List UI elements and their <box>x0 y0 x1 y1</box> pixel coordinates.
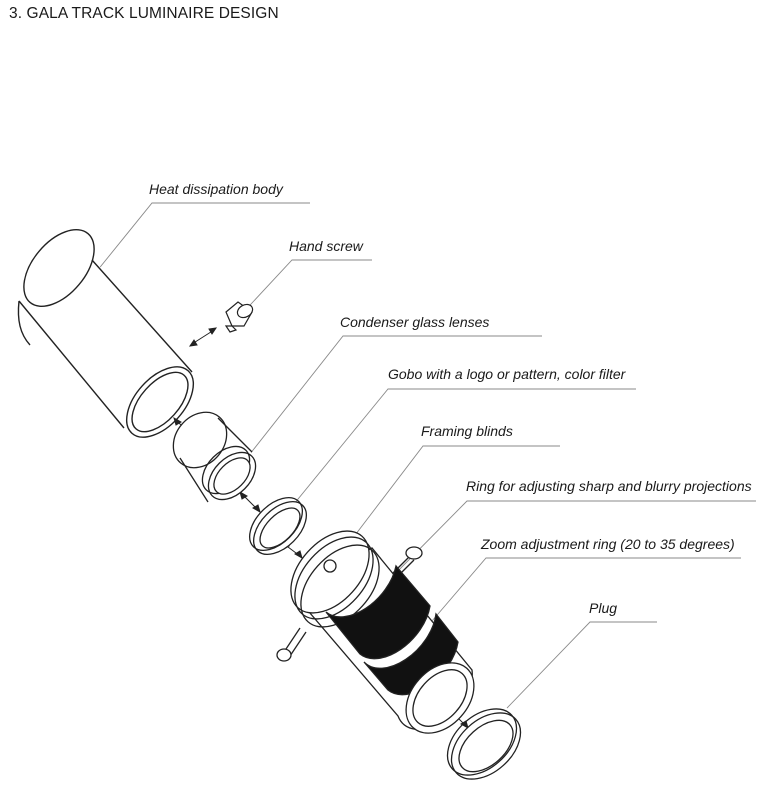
gobo-ring <box>249 497 307 555</box>
label-condenser-glass-lenses: Condenser glass lenses <box>340 314 490 330</box>
label-gobo: Gobo with a logo or pattern, color filte… <box>388 366 626 382</box>
leader-gobo <box>275 388 636 527</box>
leader-ring-sharp <box>385 500 756 584</box>
label-framing-blinds: Framing blinds <box>421 423 513 439</box>
label-hand-screw: Hand screw <box>289 238 363 254</box>
leader-framing <box>329 445 560 569</box>
leader-zoom-ring <box>425 557 741 629</box>
condenser-glass-lenses <box>172 411 258 503</box>
leader-condenser <box>230 335 542 479</box>
lens-barrel <box>276 530 475 734</box>
label-heat-dissipation-body: Heat dissipation body <box>149 181 283 197</box>
leader-plug <box>506 621 657 709</box>
leader-hand-screw <box>237 259 372 319</box>
label-ring-sharp-blurry: Ring for adjusting sharp and blurry proj… <box>466 478 752 494</box>
heat-dissipation-body <box>17 228 194 438</box>
label-plug: Plug <box>589 600 618 616</box>
page-title: 3. GALA TRACK LUMINAIRE DESIGN <box>9 5 279 22</box>
plug <box>446 708 522 780</box>
hand-screw <box>224 301 254 333</box>
label-zoom-adjustment-ring: Zoom adjustment ring (20 to 35 degrees) <box>481 536 735 552</box>
